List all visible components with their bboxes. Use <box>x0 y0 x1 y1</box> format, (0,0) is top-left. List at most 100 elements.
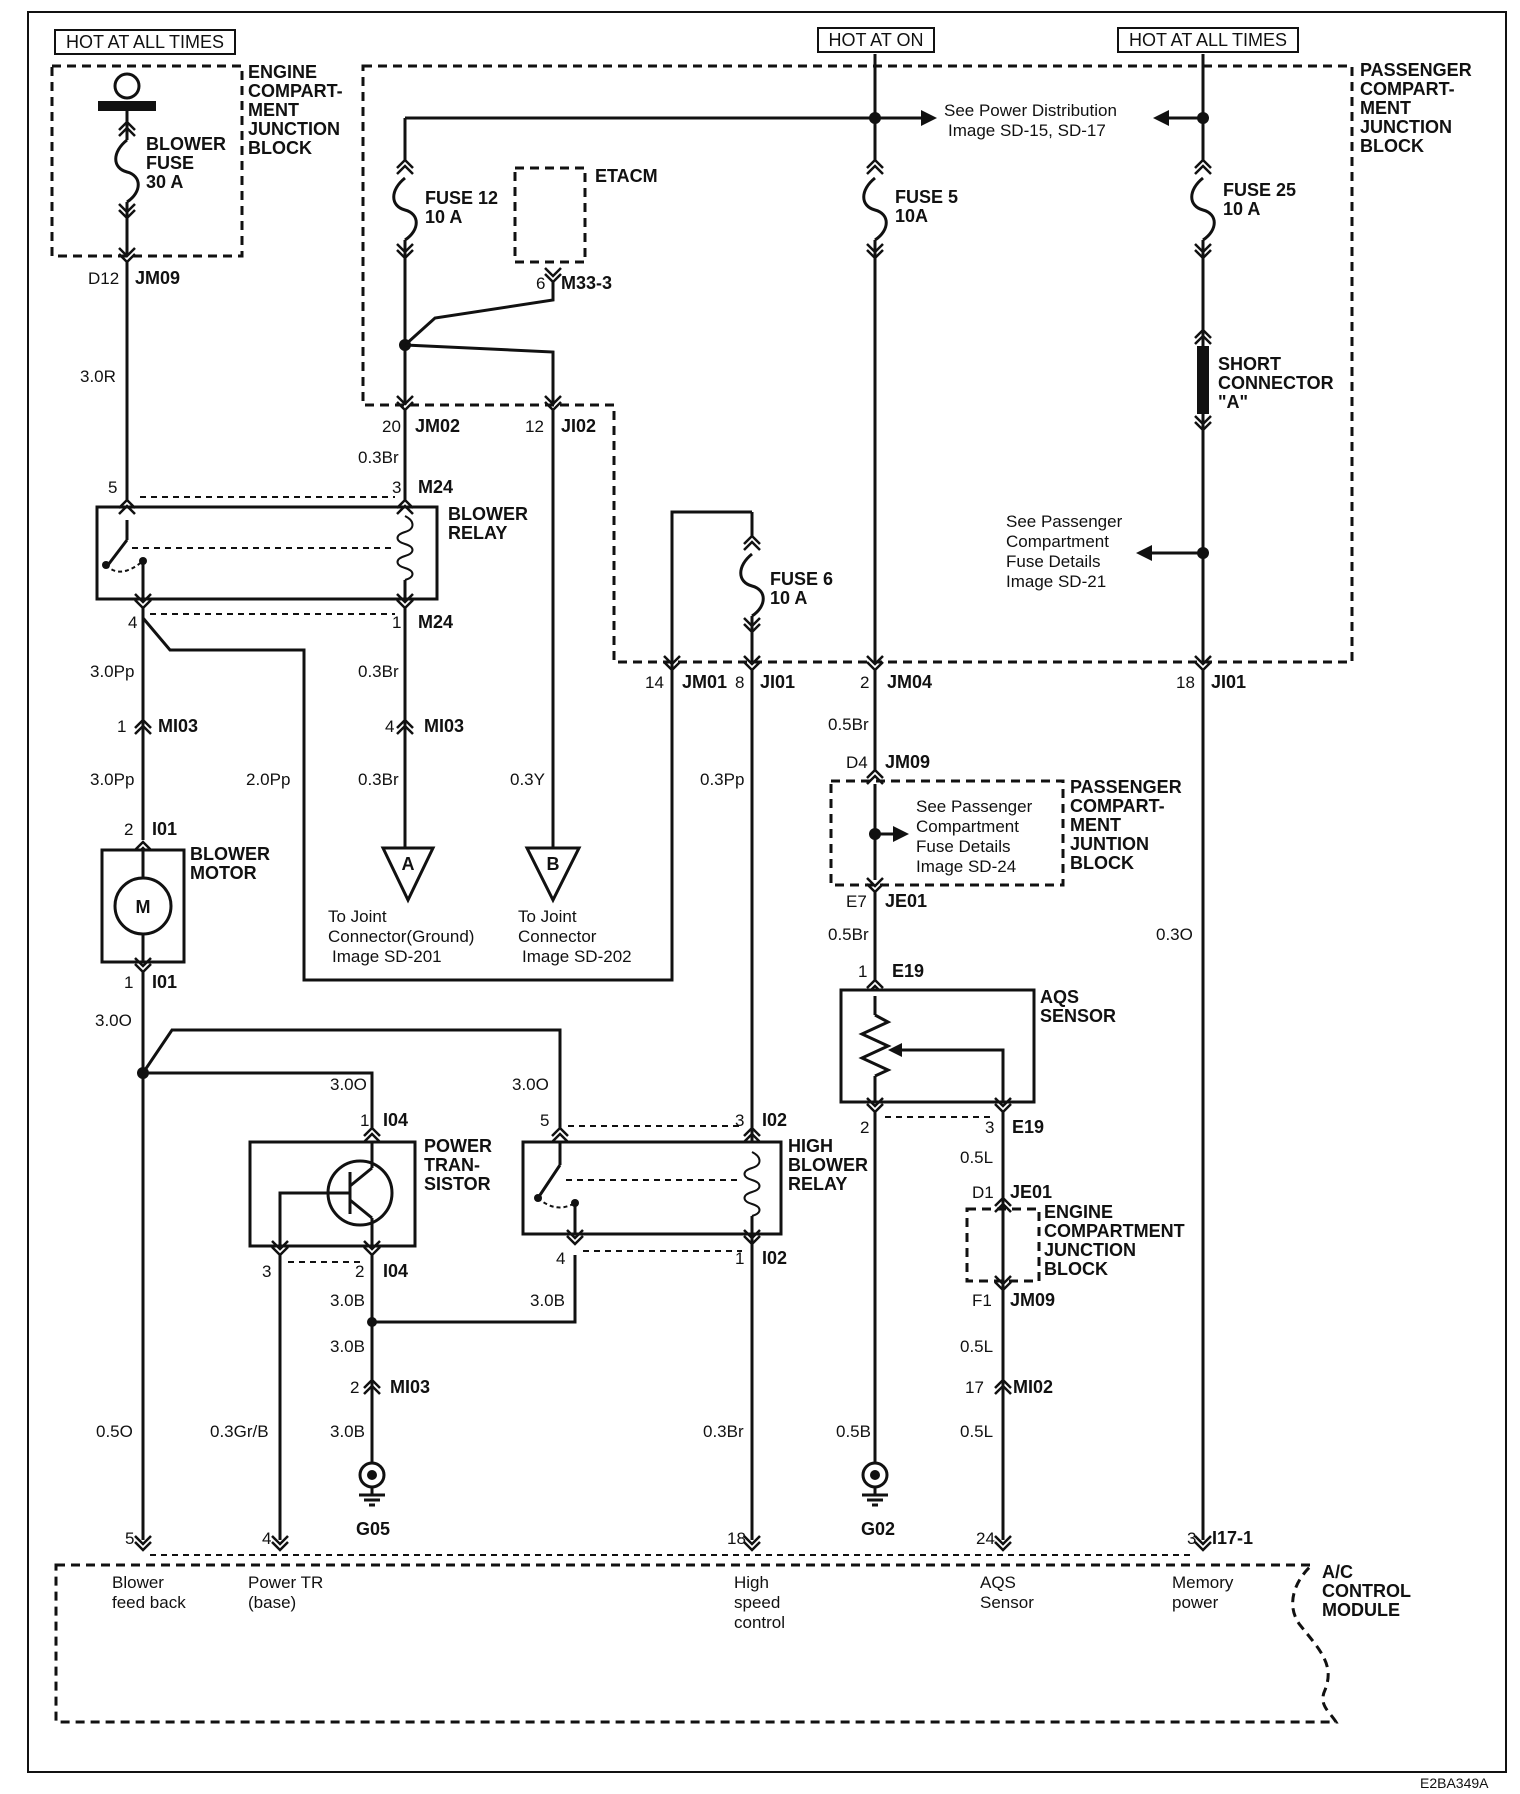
fuse-5-label: FUSE 5 10A <box>895 187 963 226</box>
to-joint-connector-a: To Joint Connector(Ground) Image SD-201 <box>328 907 479 966</box>
conn-1-i04: 1 <box>360 1111 369 1130</box>
conn-e19-top: E19 <box>892 961 924 981</box>
conn-1-i01: 1 <box>124 973 133 992</box>
fuse-12-icon <box>392 176 418 242</box>
conn-i04-bottom: I04 <box>383 1261 408 1281</box>
see-power-distribution: See Power Distribution Image SD-15, SD-1… <box>944 101 1122 140</box>
wire-30o-3: 3.0O <box>512 1075 549 1094</box>
pin-power-tr-label: Power TR (base) <box>248 1573 328 1612</box>
svg-text:HOT AT ALL TIMES: HOT AT ALL TIMES <box>1129 30 1287 50</box>
conn-14: 14 <box>645 673 664 692</box>
wire-03y: 0.3Y <box>510 770 545 789</box>
conn-3-relay: 3 <box>392 478 401 497</box>
conn-jm09-bottom: JM09 <box>1010 1290 1055 1310</box>
conn-1-e19: 1 <box>858 962 867 981</box>
conn-mi03-c: MI03 <box>390 1377 430 1397</box>
engine-junction-block-bottom <box>965 1207 1041 1283</box>
pin-18: 18 <box>727 1529 746 1548</box>
high-blower-relay <box>521 1140 783 1236</box>
wire-05l-1: 0.5L <box>960 1148 993 1167</box>
conn-e19-bottom: E19 <box>1012 1117 1044 1137</box>
diagram-code: E2BA349A <box>1420 1775 1489 1791</box>
wire-30b-2: 3.0B <box>530 1291 565 1310</box>
engine-junction-block-top-label: ENGINE COMPART- MENT JUNCTION BLOCK <box>248 62 348 158</box>
pin-24: 24 <box>976 1529 995 1548</box>
conn-e7: E7 <box>846 892 867 911</box>
conn-4-mi03: 4 <box>385 717 394 736</box>
passenger-junction-block-mid <box>829 779 1065 887</box>
joint-connector-b-icon: B <box>524 846 582 904</box>
conn-jm09-top: JM09 <box>135 268 180 288</box>
conn-5-i02: 5 <box>540 1111 549 1130</box>
conn-i01-bottom: I01 <box>152 972 177 992</box>
conn-12: 12 <box>525 417 544 436</box>
fuse-25-label: FUSE 25 10 A <box>1223 180 1301 219</box>
wire-05o: 0.5O <box>96 1422 133 1441</box>
conn-ji02: JI02 <box>561 416 596 436</box>
wire-30pp-1: 3.0Pp <box>90 662 134 681</box>
hot-at-all-times-left-label: HOT AT ALL TIMES <box>54 29 236 55</box>
pin-3: 3 <box>1187 1529 1196 1548</box>
conn-4-i02: 4 <box>556 1249 565 1268</box>
conn-2-mi03: 2 <box>350 1378 359 1397</box>
wire-30b-4: 3.0B <box>330 1422 365 1441</box>
etacm-label: ETACM <box>595 166 658 186</box>
hot-at-all-times-right-label: HOT AT ALL TIMES <box>1117 27 1299 53</box>
conn-i02-top: I02 <box>762 1110 787 1130</box>
blower-relay-label: BLOWER RELAY <box>448 504 533 543</box>
aqs-sensor <box>839 988 1036 1104</box>
conn-2-jm04: 2 <box>860 673 869 692</box>
wire-05br-2: 0.5Br <box>828 925 869 944</box>
high-blower-relay-coil-icon <box>743 1151 761 1217</box>
conn-3-i02: 3 <box>735 1111 744 1130</box>
pin-high-speed-label: High speed control <box>734 1573 785 1632</box>
conn-i04-top: I04 <box>383 1110 408 1130</box>
blower-relay-coil-icon <box>396 515 414 581</box>
wire-05br-1: 0.5Br <box>828 715 869 734</box>
pin-blower-feedback-label: Blower feed back <box>112 1573 186 1612</box>
wire-03grb: 0.3Gr/B <box>210 1422 269 1441</box>
wire-30pp-2: 3.0Pp <box>90 770 134 789</box>
ground-g05-icon <box>357 1461 387 1507</box>
power-transistor-label: POWER TRAN- SISTOR <box>424 1136 497 1194</box>
conn-2-e19: 2 <box>860 1118 869 1137</box>
see-passenger-fuse-sd21: See Passenger Compartment Fuse Details I… <box>1006 512 1127 591</box>
conn-18-ji01: 18 <box>1176 673 1195 692</box>
conn-1-relay: 1 <box>392 613 401 632</box>
conn-i01-top: I01 <box>152 819 177 839</box>
fuse-25-icon <box>1190 176 1216 242</box>
conn-d12: D12 <box>88 269 119 288</box>
conn-jm02: JM02 <box>415 416 460 436</box>
conn-1-i02: 1 <box>735 1249 744 1268</box>
svg-text:HOT AT ON: HOT AT ON <box>828 30 923 50</box>
conn-mi03-b: MI03 <box>424 716 464 736</box>
blower-fuse-label: BLOWER FUSE 30 A <box>146 134 231 192</box>
wire-30b-3: 3.0B <box>330 1337 365 1356</box>
wire-05b: 0.5B <box>836 1422 871 1441</box>
wire-03pp: 0.3Pp <box>700 770 744 789</box>
conn-5-relay: 5 <box>108 478 117 497</box>
conn-m24-bottom: M24 <box>418 612 453 632</box>
ac-control-module-label: A/C CONTROL MODULE <box>1322 1562 1416 1620</box>
conn-m24-top: M24 <box>418 477 453 497</box>
passenger-junction-block-mid-label: PASSENGER COMPART- MENT JUNTION BLOCK <box>1070 777 1187 873</box>
to-joint-connector-b: To Joint Connector Image SD-202 <box>518 907 632 966</box>
ground-g02-label: G02 <box>861 1519 895 1539</box>
svg-text:A: A <box>402 854 415 874</box>
svg-text:HOT AT ALL TIMES: HOT AT ALL TIMES <box>66 32 224 52</box>
wire-03br-4: 0.3Br <box>703 1422 744 1441</box>
conn-ji01-b: JI01 <box>1211 672 1246 692</box>
blower-fuse-icon <box>114 138 140 204</box>
conn-2-i01: 2 <box>124 820 133 839</box>
wire-05l-3: 0.5L <box>960 1422 993 1441</box>
conn-jm09-mid: JM09 <box>885 752 930 772</box>
conn-i17-1: I17-1 <box>1212 1528 1253 1548</box>
ground-g05-label: G05 <box>356 1519 390 1539</box>
wire-03o: 0.3O <box>1156 925 1193 944</box>
conn-jm04: JM04 <box>887 672 932 692</box>
aqs-resistor-icon <box>858 1013 892 1078</box>
conn-3-e19: 3 <box>985 1118 994 1137</box>
conn-i02-bottom: I02 <box>762 1248 787 1268</box>
wire-20pp: 2.0Pp <box>246 770 290 789</box>
fuse-5-icon <box>862 176 888 242</box>
